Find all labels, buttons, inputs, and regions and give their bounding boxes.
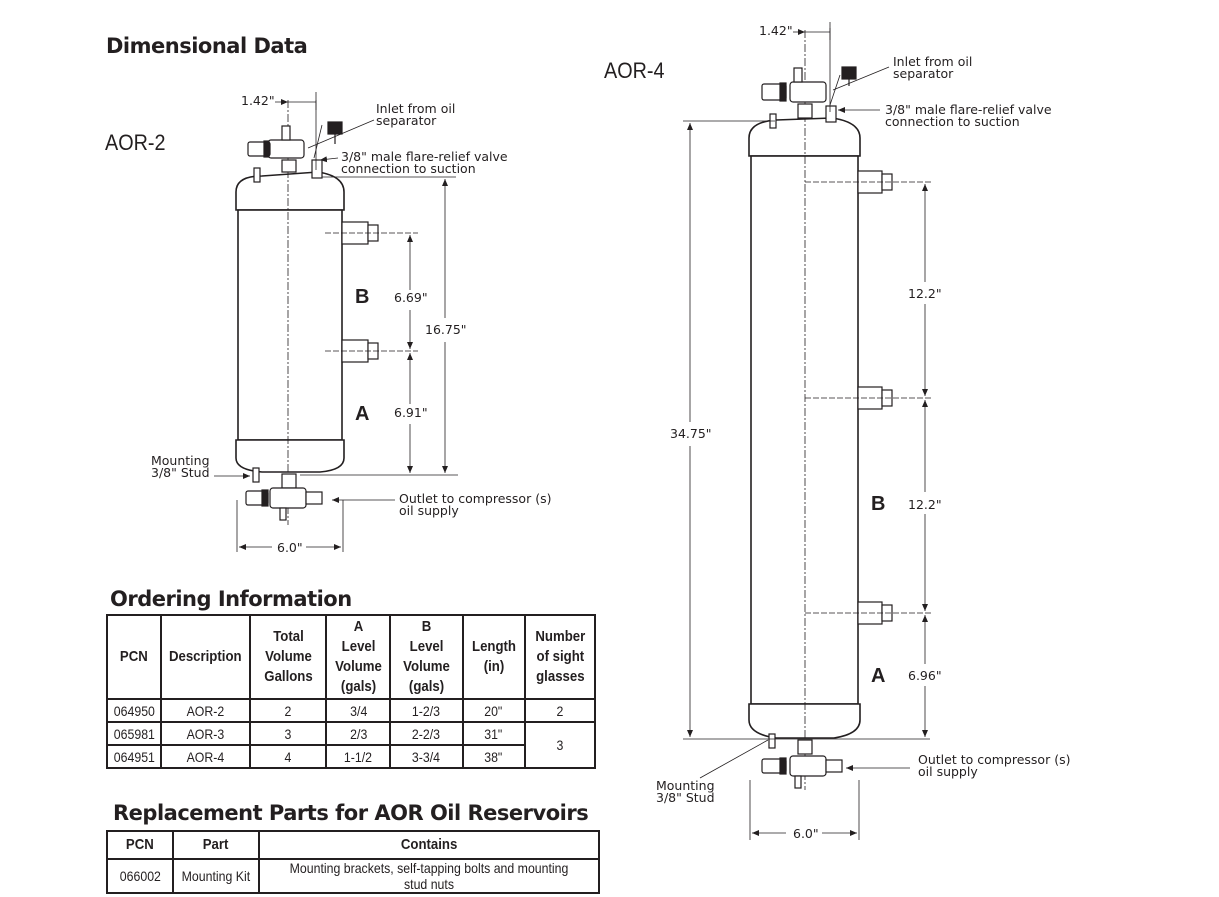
- cell-sight-glasses: 3: [523, 721, 597, 769]
- aor4-callout-outlet: Outlet to compressor (s) oil supply: [918, 752, 1071, 779]
- replacement-parts-table: PCN Part Contains 066002 Mounting Kit Mo…: [106, 830, 600, 894]
- aor4-dim-upper-level: 12.2": [908, 286, 942, 301]
- aor2-callout-outlet: Outlet to compressor (s) oil supply: [399, 491, 552, 518]
- aor2-dim-a-level: 6.91": [394, 405, 428, 420]
- header-length: Length(in): [461, 614, 526, 700]
- aor4-callout-inlet: Inlet from oil separator: [893, 54, 973, 81]
- replacement-parts-heading: Replacement Parts for AOR Oil Reservoirs: [113, 801, 589, 825]
- aor2-dim-b-level: 6.69": [394, 290, 428, 305]
- header-pcn: PCN: [105, 614, 163, 700]
- aor2-dim-overall-height: 16.75": [425, 322, 467, 337]
- cell-pcn: 064950: [105, 698, 163, 723]
- cell-total-volume: 4: [248, 744, 328, 769]
- cell-description: AOR-3: [160, 721, 251, 746]
- aor4-zone-b-label: B: [871, 493, 886, 515]
- header-contains: Contains: [258, 830, 600, 860]
- aor4-callout-relief-valve: 3/8" male flare-relief valve connection …: [885, 102, 1052, 129]
- cell-b-level: 1-2/3: [389, 698, 464, 723]
- header-part: Part: [172, 830, 260, 860]
- cell-length: 20": [461, 698, 526, 723]
- aor2-tank-drawing: [214, 92, 458, 552]
- cell-a-level: 2/3: [325, 721, 392, 746]
- aor4-dim-b-level: 12.2": [908, 497, 942, 512]
- header-description: Description: [160, 614, 251, 700]
- aor2-dim-inlet-offset: 1.42": [241, 93, 275, 108]
- aor4-dim-diameter: 6.0": [793, 826, 819, 841]
- aor2-callout-relief-valve: 3/8" male flare-relief valve connection …: [341, 149, 508, 176]
- cell-description: AOR-4: [160, 744, 251, 769]
- aor2-zone-b-label: B: [355, 286, 370, 308]
- cell-part: Mounting Kit: [172, 858, 260, 894]
- aor2-model-label: AOR-2: [105, 130, 166, 155]
- aor4-callout-mounting-stud: Mounting 3/8" Stud: [656, 778, 715, 805]
- aor4-dim-inlet-offset: 1.42": [759, 23, 793, 38]
- table-row: 064950 AOR-2 2 3/4 1-2/3 20" 2: [105, 698, 597, 723]
- header-pcn: PCN: [106, 830, 174, 860]
- cell-pcn: 066002: [106, 858, 174, 894]
- table-row: 064951 AOR-4 4 1-1/2 3-3/4 38": [105, 744, 595, 769]
- cell-a-level: 1-1/2: [325, 744, 392, 769]
- aor2-callout-inlet: Inlet from oil separator: [376, 101, 456, 128]
- aor2-dim-diameter: 6.0": [277, 540, 303, 555]
- cell-contains: Mounting brackets, self-tapping bolts an…: [258, 858, 600, 894]
- ordering-information-heading: Ordering Information: [110, 587, 352, 611]
- aor4-zone-a-label: A: [871, 665, 886, 687]
- aor4-model-label: AOR-4: [604, 58, 665, 83]
- cell-description: AOR-2: [160, 698, 251, 723]
- aor4-tank-drawing: [683, 22, 932, 840]
- table-row: 065981 AOR-3 3 2/3 2-2/3 31" 3: [105, 721, 597, 769]
- table-row: 066002 Mounting Kit Mounting brackets, s…: [106, 858, 600, 894]
- cell-total-volume: 3: [248, 721, 328, 746]
- aor2-callout-mounting-stud: Mounting 3/8" Stud: [151, 453, 210, 480]
- cell-length: 31": [461, 721, 526, 746]
- table-header-row: PCN Part Contains: [106, 830, 600, 860]
- cell-a-level: 3/4: [325, 698, 392, 723]
- aor4-dim-a-level: 6.96": [908, 668, 942, 683]
- aor2-zone-a-label: A: [355, 403, 370, 425]
- cell-b-level: 3-3/4: [389, 744, 464, 769]
- cell-b-level: 2-2/3: [389, 721, 464, 746]
- cell-total-volume: 2: [248, 698, 328, 723]
- cell-pcn: 064951: [105, 744, 163, 769]
- cell-sight-glasses: 2: [523, 698, 597, 723]
- aor4-dim-overall-height: 34.75": [670, 426, 712, 441]
- cell-length: 38": [461, 744, 526, 769]
- cell-pcn: 065981: [105, 721, 163, 746]
- dimensional-data-heading: Dimensional Data: [106, 34, 308, 58]
